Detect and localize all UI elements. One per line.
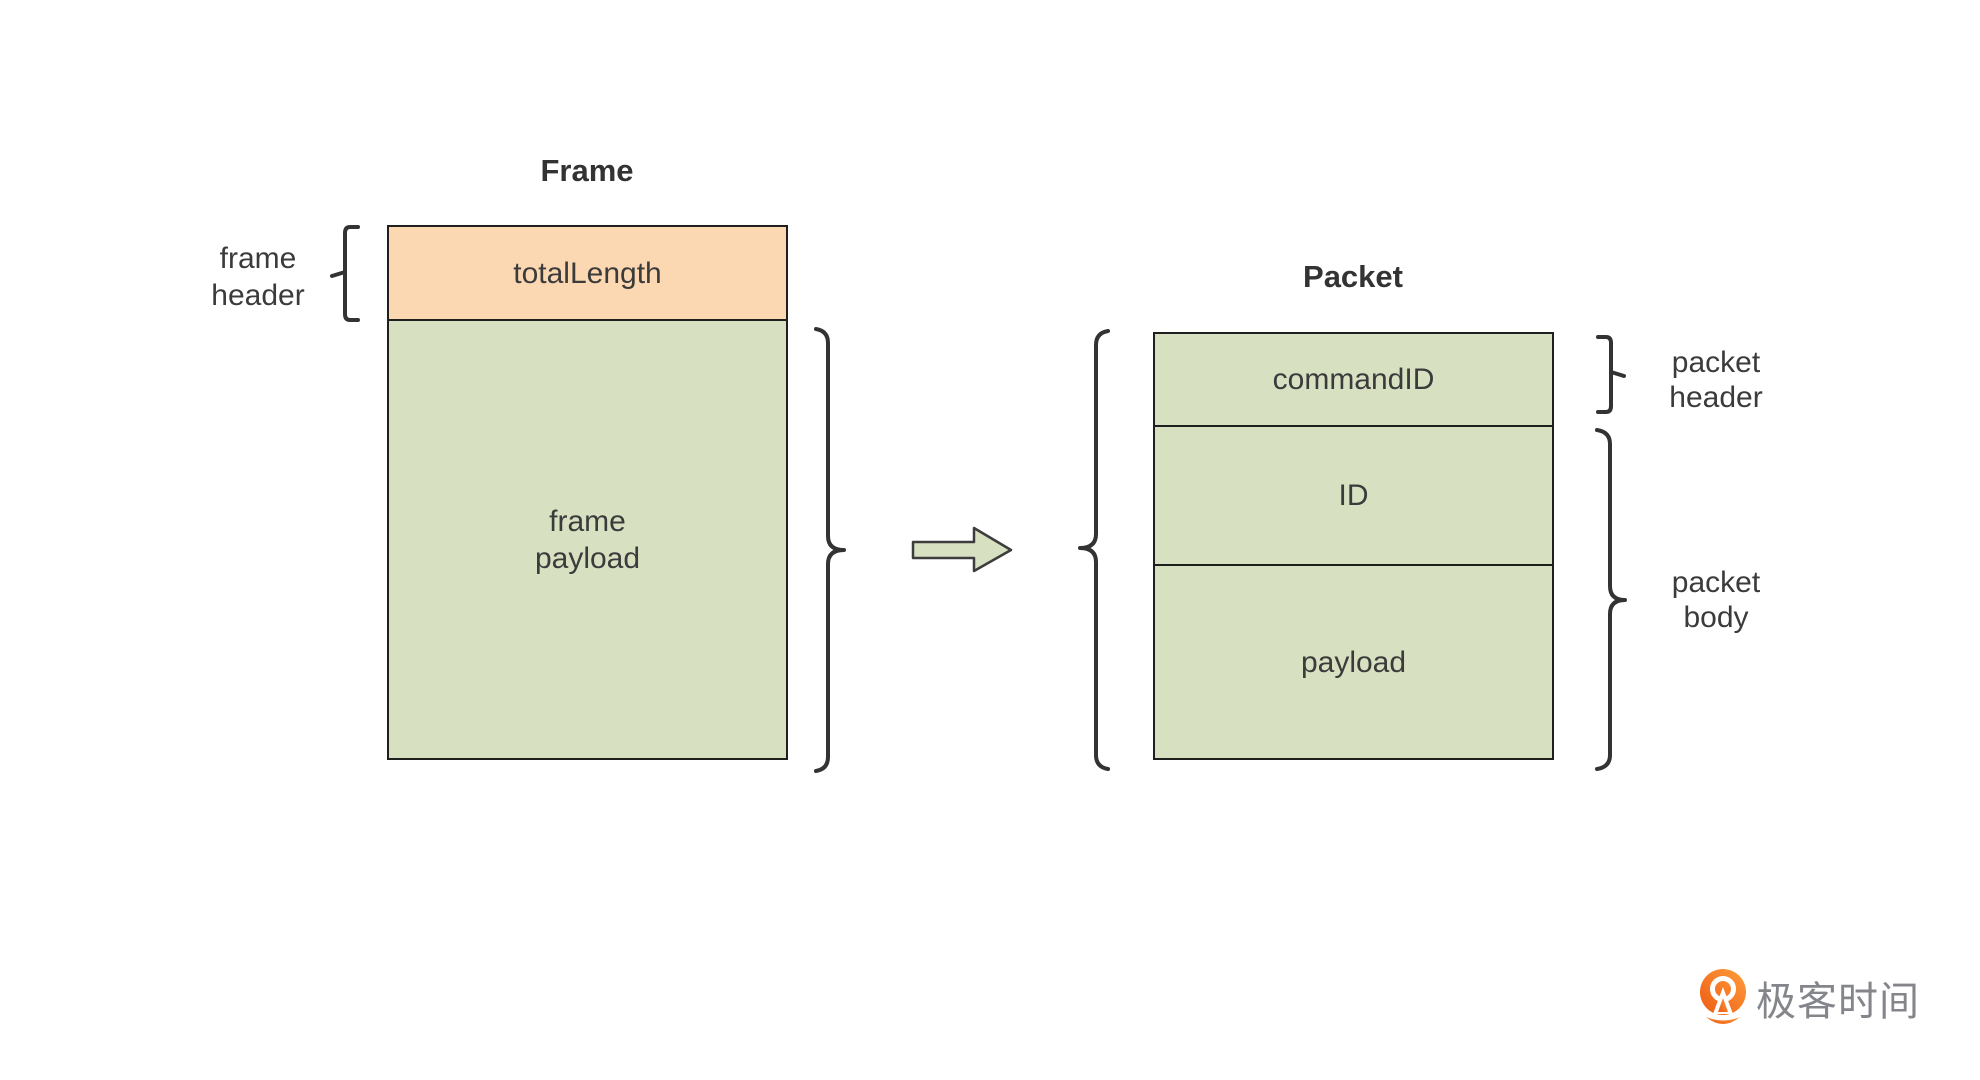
frame-payload-label: frame payload bbox=[534, 504, 641, 575]
packet-id-section: ID bbox=[1155, 427, 1552, 566]
packet-title: Packet bbox=[1303, 259, 1403, 294]
payload-label: payload bbox=[1300, 645, 1407, 679]
frame-payload-brace bbox=[814, 327, 846, 773]
frame-payload-section: frame payload bbox=[389, 321, 786, 758]
packet-box: commandID ID payload bbox=[1153, 332, 1554, 760]
packet-payload-section: payload bbox=[1155, 566, 1552, 758]
brand-logo-text: 极客时间 bbox=[1756, 980, 1920, 1024]
packet-left-brace bbox=[1078, 329, 1110, 771]
total-length-label: totalLength bbox=[513, 256, 662, 290]
flow-arrow-icon bbox=[911, 526, 1013, 573]
id-label: ID bbox=[1338, 479, 1369, 512]
frame-title: Frame bbox=[540, 153, 634, 188]
packet-header-label: packet header bbox=[1669, 346, 1763, 414]
packet-body-label: packet body bbox=[1671, 566, 1761, 634]
geektime-logo-icon bbox=[1700, 969, 1746, 1024]
packet-commandid-section: commandID bbox=[1155, 334, 1552, 427]
frame-header-label: frame header bbox=[211, 242, 305, 312]
brand-logo: 极客时间 bbox=[1698, 966, 1958, 1038]
packet-header-bracket bbox=[1596, 335, 1613, 414]
frame-box: totalLength frame payload bbox=[387, 225, 788, 760]
commandid-label: commandID bbox=[1272, 363, 1435, 396]
frame-total-length-section: totalLength bbox=[389, 227, 786, 321]
